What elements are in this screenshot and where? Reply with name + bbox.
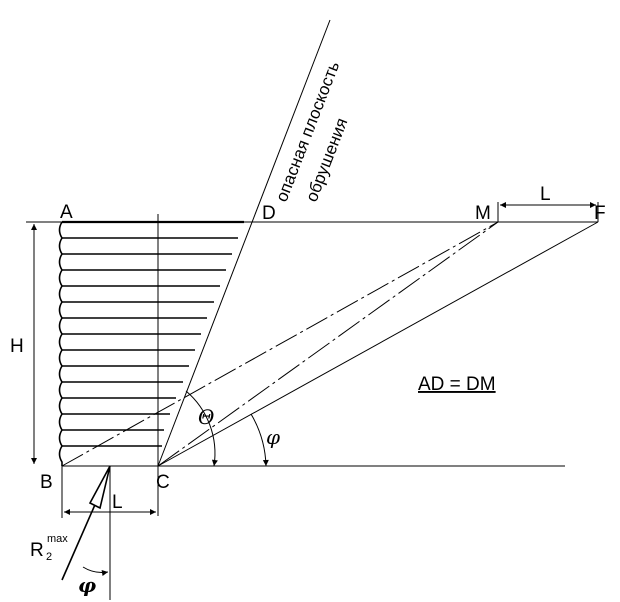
force-angle-label: φ xyxy=(78,573,96,597)
force-angle-arc xyxy=(82,566,109,576)
pressure-diagram xyxy=(62,237,238,447)
line-c-m xyxy=(157,221,499,467)
theta-arc xyxy=(185,390,218,467)
point-a-label: A xyxy=(60,202,73,223)
retaining-wall xyxy=(58,221,63,466)
bottom-length-label: L xyxy=(112,492,123,513)
point-d-label: D xyxy=(262,203,276,224)
point-b-label: B xyxy=(40,472,53,493)
force-subscript: 2 xyxy=(46,551,52,563)
point-f-label: F xyxy=(594,203,606,224)
phi-arc xyxy=(250,413,269,467)
force-superscript: max xyxy=(47,533,68,545)
equation-label: AD = DM xyxy=(418,374,496,395)
phi-label: φ xyxy=(266,425,280,449)
force-label: R xyxy=(30,540,44,561)
point-c-label: C xyxy=(156,472,170,493)
force-arrowhead xyxy=(88,465,111,510)
height-label: H xyxy=(10,336,24,357)
top-length-label: L xyxy=(540,184,551,205)
collapse-plane-line xyxy=(157,19,331,467)
theta-label: Θ xyxy=(198,405,214,429)
line-c-f xyxy=(157,221,599,467)
point-m-label: M xyxy=(475,203,491,224)
line-b-m xyxy=(61,221,499,467)
